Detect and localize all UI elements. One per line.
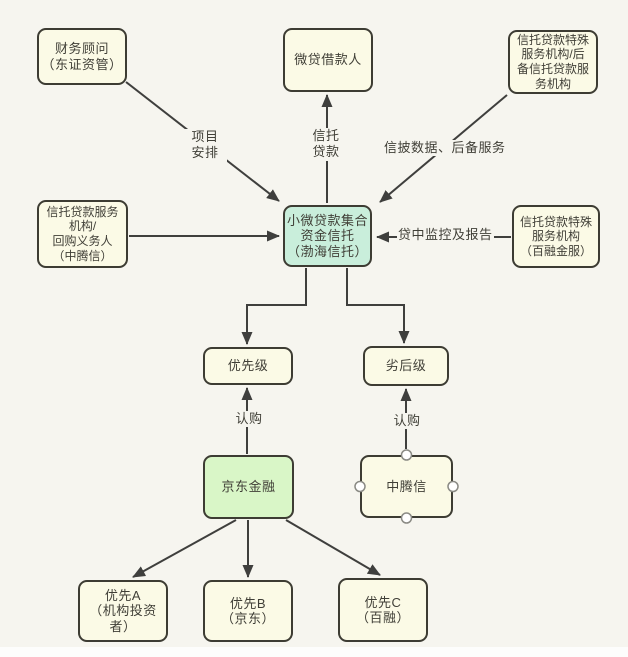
- node-junior-tranche[interactable]: 劣后级: [363, 346, 449, 386]
- edge-jd-to-senior-c: [285, 519, 381, 576]
- node-micro-loan-borrower[interactable]: 微贷借款人: [283, 28, 373, 92]
- edge-label-disclosure-backup: 信披数据、后备服务: [383, 140, 507, 157]
- node-loan-servicer-repurchaser[interactable]: 信托贷款服务 机构/ 回购义务人 （中腾信）: [37, 200, 128, 268]
- node-senior-a[interactable]: 优先A （机构投资 者）: [78, 580, 168, 642]
- node-zhongtengxin[interactable]: 中腾信: [360, 455, 453, 518]
- edge-jd-to-senior-a: [132, 519, 237, 578]
- node-senior-b[interactable]: 优先B （京东）: [203, 580, 293, 642]
- node-senior-c[interactable]: 优先C （百融）: [338, 578, 428, 642]
- node-special-backup-servicer[interactable]: 信托贷款特殊 服务机构/后 备信托贷款服 务机构: [508, 30, 598, 94]
- node-special-servicer-bairong[interactable]: 信托贷款特殊 服务机构 （百融金服）: [512, 205, 600, 268]
- node-jd-finance[interactable]: 京东金融: [203, 455, 294, 519]
- edge-trust-to-junior: [346, 268, 410, 344]
- edge-label-subscribe-left: 认购: [232, 411, 266, 428]
- edge-trust-to-senior: [241, 268, 307, 345]
- node-trust[interactable]: 小微贷款集合 资金信托 （渤海信托）: [283, 205, 372, 267]
- node-senior-tranche[interactable]: 优先级: [203, 347, 293, 385]
- edge-label-project-arrangement: 项目 安排: [183, 129, 227, 162]
- edge-label-subscribe-right: 认购: [390, 413, 424, 430]
- node-financial-advisor[interactable]: 财务顾问 （东证资管）: [37, 28, 127, 85]
- edge-label-monitoring-report: 贷中监控及报告: [397, 227, 494, 244]
- edge-label-trust-loan: 信托 贷款: [304, 128, 348, 161]
